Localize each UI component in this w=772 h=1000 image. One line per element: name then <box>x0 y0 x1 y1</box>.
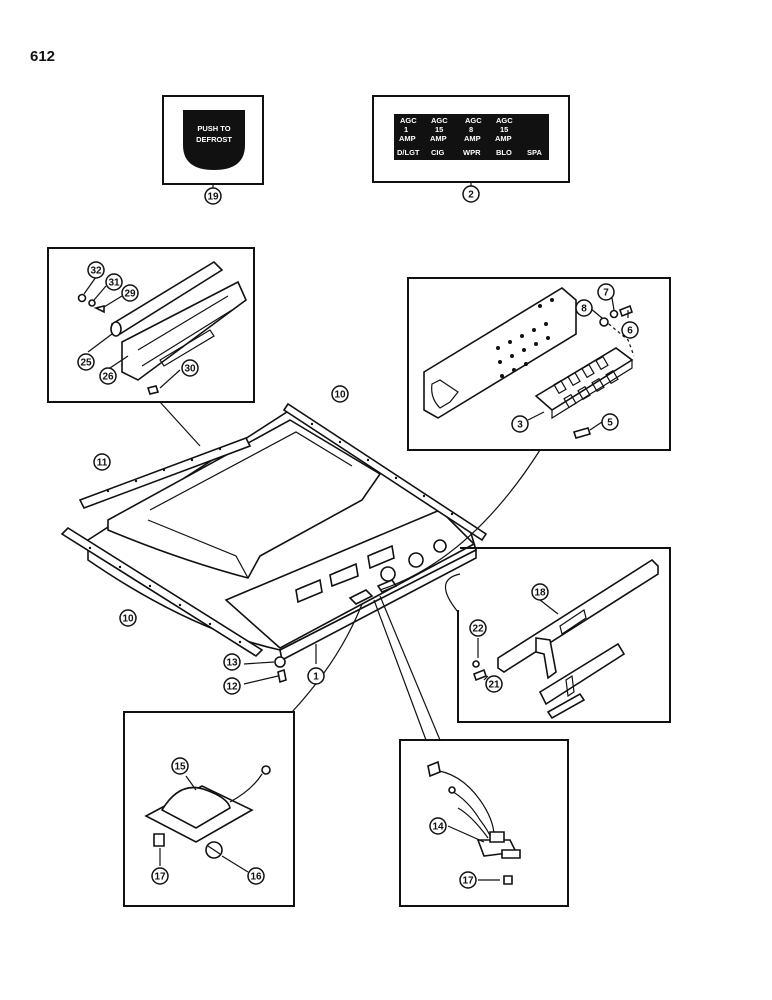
svg-text:AGC: AGC <box>431 116 448 125</box>
svg-text:12: 12 <box>226 682 238 693</box>
callout-16: 16 <box>247 867 265 885</box>
callout-10-lower: 10 <box>119 609 137 627</box>
svg-text:15: 15 <box>500 125 508 134</box>
page-number: 612 <box>30 48 56 65</box>
svg-text:6: 6 <box>627 326 633 337</box>
svg-text:AMP: AMP <box>464 134 481 143</box>
svg-text:19: 19 <box>207 192 219 203</box>
callout-15: 15 <box>171 757 189 775</box>
svg-text:26: 26 <box>102 372 114 383</box>
svg-text:SPA: SPA <box>527 148 542 157</box>
svg-text:15: 15 <box>174 762 186 773</box>
callout-31: 31 <box>105 273 123 291</box>
callout-21: 21 <box>485 675 503 693</box>
trim-strip-10-lower <box>60 526 264 658</box>
callout-6: 6 <box>621 321 639 339</box>
svg-text:D/LGT: D/LGT <box>397 148 420 157</box>
callout-13: 13 <box>223 653 241 671</box>
svg-text:8: 8 <box>581 304 587 315</box>
defrost-line1: PUSH TO <box>197 124 230 133</box>
fuse-decal-detail: AGC AGC AGC AGC 1 15 8 15 AMP AMP AMP AM… <box>372 95 570 186</box>
fuse-decal-row3: AMP AMP AMP AMP <box>399 134 512 143</box>
callout-25: 25 <box>77 353 95 371</box>
svg-text:AMP: AMP <box>430 134 447 143</box>
callout-19: 19 <box>204 187 222 205</box>
svg-text:17: 17 <box>462 876 474 887</box>
callout-30: 30 <box>181 359 199 377</box>
svg-text:7: 7 <box>603 288 609 299</box>
callout-1: 1 <box>307 667 325 685</box>
svg-text:8: 8 <box>469 125 473 134</box>
svg-text:AGC: AGC <box>465 116 482 125</box>
fuse-block-detail-box <box>407 277 671 451</box>
svg-text:10: 10 <box>122 614 134 625</box>
callout-22: 22 <box>469 619 487 637</box>
svg-text:WPR: WPR <box>463 148 481 157</box>
svg-text:2: 2 <box>468 190 474 201</box>
svg-text:32: 32 <box>90 266 102 277</box>
svg-text:17: 17 <box>154 872 166 883</box>
callout-26: 26 <box>99 367 117 385</box>
svg-text:30: 30 <box>184 364 196 375</box>
trim-strip-11 <box>78 436 252 510</box>
defroster-detail-box <box>47 247 255 403</box>
svg-text:16: 16 <box>250 872 262 883</box>
callout-14: 14 <box>429 817 447 835</box>
callout-2: 2 <box>462 185 480 203</box>
callout-29: 29 <box>121 284 139 302</box>
roof-panel-assembly <box>87 409 477 662</box>
trim-strip-10-upper <box>282 402 488 542</box>
callout-12: 12 <box>223 677 241 695</box>
callout-32: 32 <box>87 261 105 279</box>
fuse-decal-row1: AGC AGC AGC AGC <box>400 116 513 125</box>
callout-17-right: 17 <box>459 871 477 889</box>
callout-7: 7 <box>597 283 615 301</box>
svg-text:18: 18 <box>534 588 546 599</box>
callout-18: 18 <box>531 583 549 601</box>
callout-11: 11 <box>93 453 111 471</box>
fuse-decal-row2: 1 15 8 15 <box>404 125 508 134</box>
svg-text:11: 11 <box>97 458 108 469</box>
svg-text:13: 13 <box>226 658 238 669</box>
svg-text:AGC: AGC <box>400 116 417 125</box>
svg-text:1: 1 <box>313 672 319 683</box>
callout-5: 5 <box>601 413 619 431</box>
svg-text:1: 1 <box>404 125 408 134</box>
defrost-label-shield <box>183 110 245 170</box>
fuse-decal-plate <box>394 114 549 160</box>
svg-text:AGC: AGC <box>496 116 513 125</box>
svg-text:BLO: BLO <box>496 148 512 157</box>
svg-text:25: 25 <box>80 358 92 369</box>
callout-10-upper: 10 <box>331 385 349 403</box>
svg-text:14: 14 <box>432 822 444 833</box>
svg-text:AMP: AMP <box>495 134 512 143</box>
fuse-decal-row4: D/LGT CIG WPR BLO SPA <box>397 148 542 157</box>
callout-8: 8 <box>575 299 593 317</box>
svg-text:3: 3 <box>517 420 523 431</box>
defrost-label-detail: PUSH TO DEFROST <box>162 95 264 188</box>
callout-3: 3 <box>511 415 529 433</box>
svg-text:10: 10 <box>334 390 346 401</box>
dome-light-detail-box <box>123 711 295 907</box>
callout-17-left: 17 <box>151 867 169 885</box>
defrost-line2: DEFROST <box>196 135 232 144</box>
svg-text:5: 5 <box>607 418 613 429</box>
svg-text:CIG: CIG <box>431 148 445 157</box>
svg-text:15: 15 <box>435 125 443 134</box>
svg-text:AMP: AMP <box>399 134 416 143</box>
switch-detail-box <box>399 739 569 907</box>
svg-text:21: 21 <box>488 680 500 691</box>
svg-text:22: 22 <box>472 624 484 635</box>
svg-text:31: 31 <box>108 278 120 289</box>
bracket-detail-box <box>457 547 671 723</box>
svg-text:29: 29 <box>124 289 136 300</box>
